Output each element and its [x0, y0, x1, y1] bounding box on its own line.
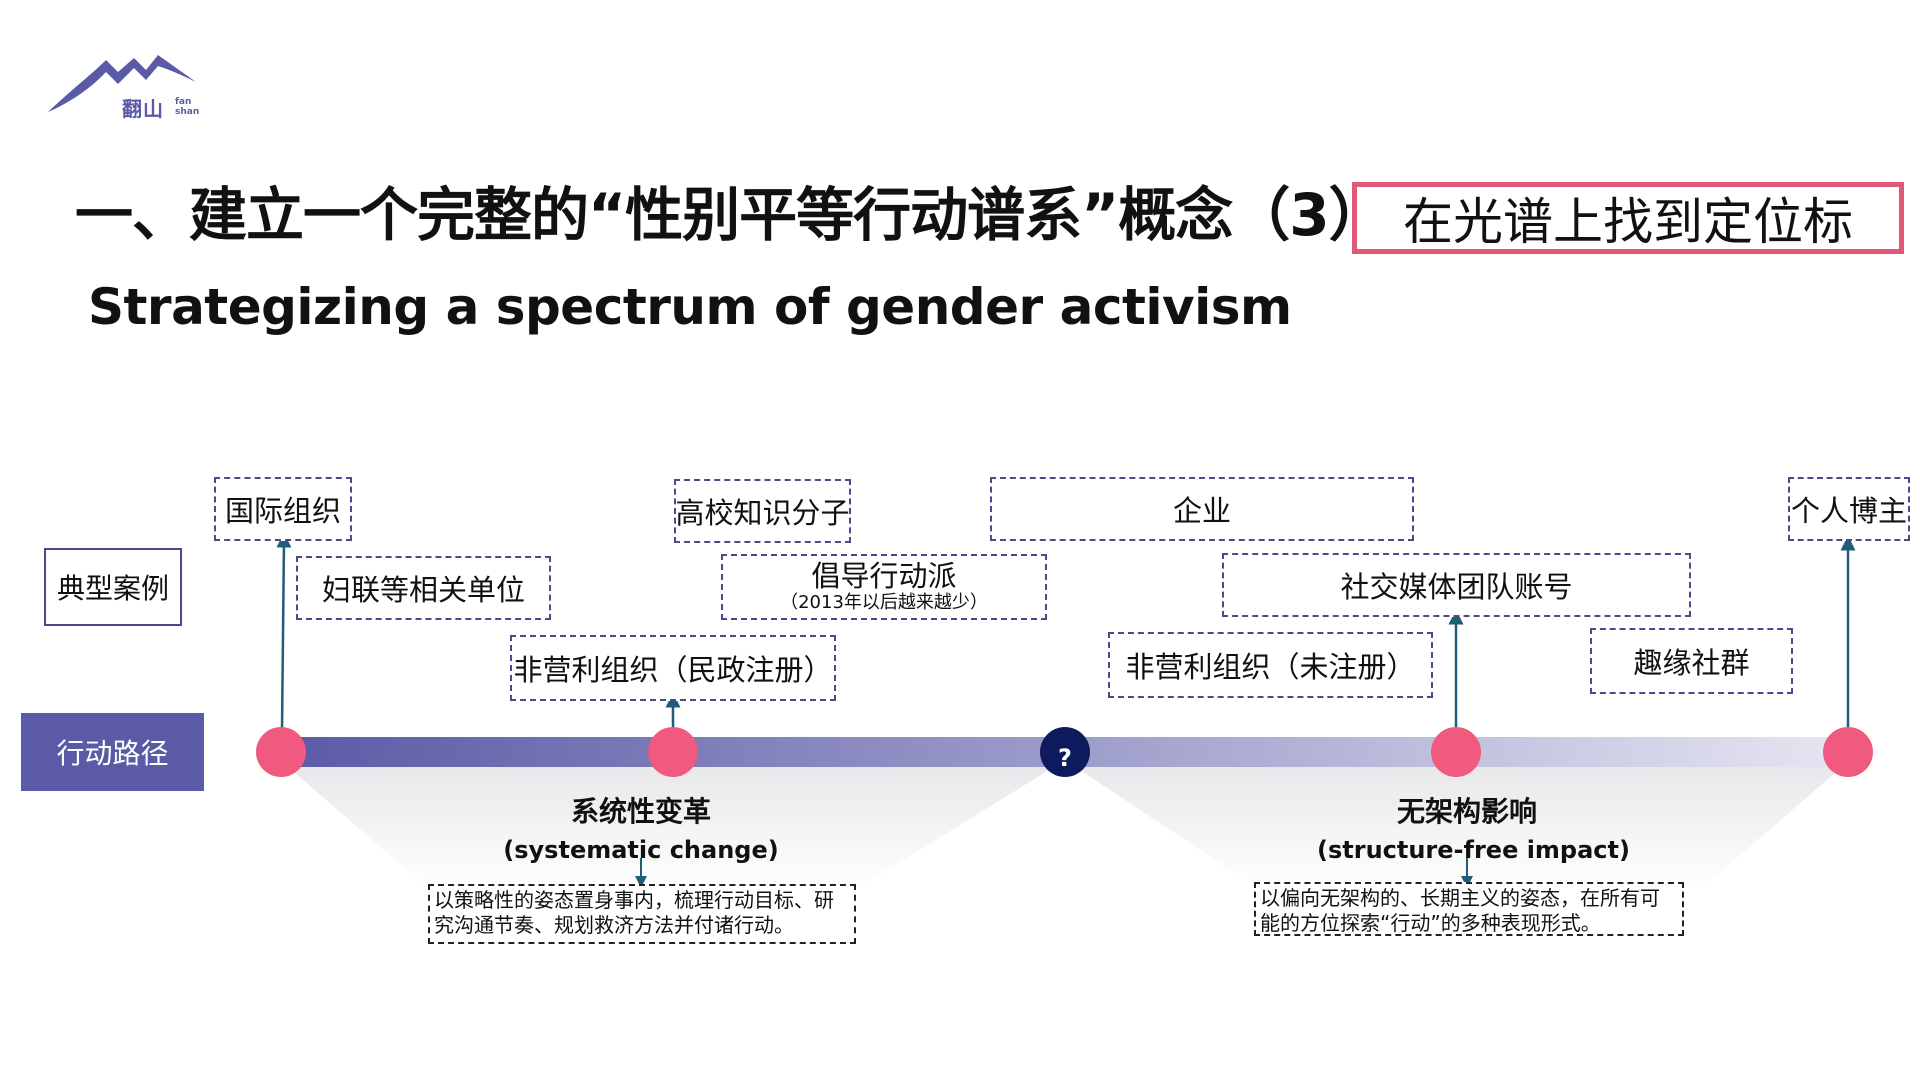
- systematic-description: 以策略性的姿态置身事内，梳理行动目标、研究沟通节奏、规划救济方法并付诸行动。: [428, 884, 856, 944]
- case-advocacy: 倡导行动派 （2013年以后越来越少）: [721, 554, 1047, 620]
- case-ngo-registered: 非营利组织（民政注册）: [510, 635, 836, 701]
- logo-text: 翻山: [122, 97, 164, 121]
- node-systematic: [648, 727, 698, 777]
- case-academics: 高校知识分子: [674, 479, 851, 543]
- systematic-heading: 系统性变革 (systematic change): [491, 790, 791, 864]
- tag-box: 在光谱上找到定位标: [1352, 182, 1904, 254]
- node-structure-free: [1431, 727, 1481, 777]
- structure-free-heading-en: (structure-free impact): [1317, 836, 1630, 864]
- case-blogger: 个人博主: [1788, 477, 1910, 541]
- systematic-heading-en: (systematic change): [503, 836, 779, 864]
- page-subtitle: Strategizing a spectrum of gender activi…: [88, 278, 1292, 336]
- center-node-label: ?: [1058, 744, 1072, 772]
- structure-free-description: 以偏向无架构的、长期主义的姿态，在所有可能的方位探索“行动”的多种表现形式。: [1254, 882, 1684, 936]
- arrow-intl-org: [276, 532, 292, 731]
- case-interest-groups: 趣缘社群: [1590, 628, 1793, 694]
- label-typical-cases: 典型案例: [44, 548, 182, 626]
- case-ngo-unregistered: 非营利组织（未注册）: [1108, 632, 1433, 698]
- case-enterprise: 企业: [990, 477, 1414, 541]
- case-intl-org: 国际组织: [214, 477, 352, 541]
- case-women-federation: 妇联等相关单位: [296, 556, 551, 620]
- node-left-end: [256, 727, 306, 777]
- structure-free-heading-zh: 无架构影响: [1396, 795, 1537, 828]
- structure-free-heading: 无架构影响 (structure-free impact): [1317, 790, 1630, 864]
- case-advocacy-label: 倡导行动派: [811, 559, 957, 594]
- case-social-media: 社交媒体团队账号: [1222, 553, 1691, 617]
- node-right-end: [1823, 727, 1873, 777]
- structure-free-fan: [1065, 760, 1850, 890]
- systematic-fan: [280, 760, 1065, 890]
- node-center: [1040, 727, 1090, 777]
- page-title: 一、建立一个完整的“性别平等行动谱系”概念（3）: [75, 181, 1387, 249]
- case-advocacy-note: （2013年以后越来越少）: [780, 592, 988, 614]
- systematic-heading-zh: 系统性变革: [570, 795, 711, 828]
- label-action-path: 行动路径: [21, 713, 204, 791]
